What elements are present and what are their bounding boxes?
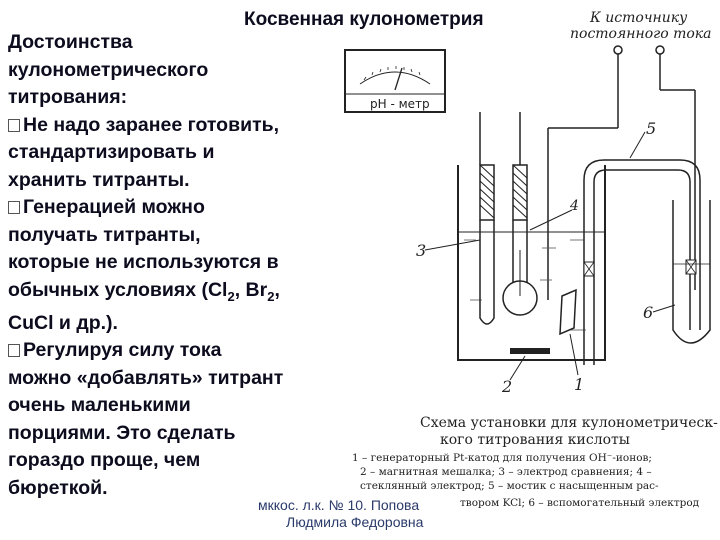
pt-cathode bbox=[559, 288, 577, 336]
reference-electrode bbox=[479, 164, 495, 325]
body-line: CuCl и др.). bbox=[8, 310, 358, 338]
body-line: Генерацией можно bbox=[8, 194, 358, 222]
body-line: получать титранты, bbox=[8, 222, 358, 250]
body-line-text: хранить титранты. bbox=[8, 168, 190, 191]
body-line: Регулируя силу тока bbox=[8, 337, 358, 365]
footer-line1: мккос. л.к. № 10. Попова bbox=[258, 497, 420, 513]
body-line-text: бюреткой. bbox=[8, 476, 108, 499]
body-line-text: гораздо проще, чем bbox=[8, 449, 201, 472]
terminal-right-icon bbox=[655, 45, 665, 55]
slide-body-text: Достоинства кулонометрического титрования:… bbox=[8, 29, 358, 502]
body-line-text: которые не используются в bbox=[8, 251, 279, 273]
part-number-4: 4 bbox=[569, 198, 579, 214]
body-line-text: кулонометрического bbox=[8, 58, 209, 81]
body-line-text: Достоинства bbox=[8, 31, 133, 53]
slide-title: Косвенная кулонометрия bbox=[244, 9, 484, 30]
body-line: гораздо проще, чем bbox=[8, 447, 358, 475]
body-line: титрования: bbox=[8, 84, 358, 112]
body-line: можно «добавлять» титрант bbox=[8, 365, 358, 393]
wires bbox=[479, 54, 696, 300]
glass-electrode bbox=[502, 164, 538, 316]
source-label-line1: К источнику bbox=[589, 10, 688, 26]
body-line-text: можно «добавлять» титрант bbox=[8, 366, 284, 389]
part-number-6: 6 bbox=[643, 303, 653, 322]
body-line-text: обычных условиях (Cl2, Br2, bbox=[8, 278, 280, 304]
body-line: очень маленькими bbox=[8, 392, 358, 420]
body-line-text: стандартизировать и bbox=[8, 141, 215, 163]
body-line-text: очень маленькими bbox=[8, 394, 191, 417]
diagram-legend-line3: стеклянный электрод; 5 – мостик с насыще… bbox=[360, 480, 659, 492]
body-line: Не надо заранее готовить, bbox=[8, 112, 358, 140]
auxiliary-electrode-tube bbox=[672, 200, 711, 344]
body-line: стандартизировать и bbox=[8, 139, 358, 167]
part-number-2: 2 bbox=[501, 377, 512, 396]
diagram-legend-line1: 1 – генераторный Pt-катод для получения … bbox=[352, 452, 652, 464]
terminal-left-icon bbox=[613, 45, 623, 55]
body-line: Достоинства bbox=[8, 29, 358, 57]
body-line: которые не используются в bbox=[8, 249, 358, 277]
diagram-caption-line2: кого титрования кислоты bbox=[440, 432, 630, 448]
body-line: кулонометрического bbox=[8, 57, 358, 85]
body-line: обычных условиях (Cl2, Br2, bbox=[8, 277, 358, 310]
body-line-text: Генерацией можно bbox=[23, 196, 205, 218]
body-line-text: порциями. Это сделать bbox=[8, 421, 236, 444]
beaker bbox=[457, 165, 606, 361]
ph-meter-label: pH - метр bbox=[370, 97, 430, 111]
body-line-text: Не надо заранее готовить, bbox=[23, 113, 280, 136]
body-line-text: CuCl и др.). bbox=[8, 311, 118, 334]
salt-bridge bbox=[583, 159, 701, 365]
diagram-legend-line2: 2 – магнитная мешалка; 3 – электрод срав… bbox=[360, 466, 652, 478]
bullet-icon bbox=[8, 118, 20, 132]
body-line-text: Регулируя силу тока bbox=[23, 339, 222, 362]
bullet-icon bbox=[8, 201, 20, 214]
part-number-1: 1 bbox=[574, 375, 584, 394]
body-line-text: получать титранты, bbox=[8, 223, 201, 246]
body-line: хранить титранты. bbox=[8, 167, 358, 195]
part-pointers bbox=[424, 131, 676, 381]
source-label-line2: постоянного тока bbox=[570, 26, 712, 42]
part-number-5: 5 bbox=[646, 119, 656, 138]
body-line: порциями. Это сделать bbox=[8, 420, 358, 448]
body-line: бюреткой. bbox=[8, 475, 358, 503]
footer-line2: Людмила Федоровна bbox=[286, 514, 424, 530]
diagram-legend-line4: твором KCl; 6 – вспомогательный электрод bbox=[460, 497, 700, 509]
bullet-icon bbox=[8, 344, 20, 358]
body-line-text: титрования: bbox=[8, 86, 128, 108]
ph-meter: pH - метр bbox=[344, 49, 446, 113]
diagram-caption-line1: Схема установки для кулонометрическ- bbox=[420, 415, 718, 431]
part-number-3: 3 bbox=[416, 241, 426, 260]
coulometry-setup-diagram: К источнику постоянного тока pH - метр bbox=[344, 10, 712, 396]
